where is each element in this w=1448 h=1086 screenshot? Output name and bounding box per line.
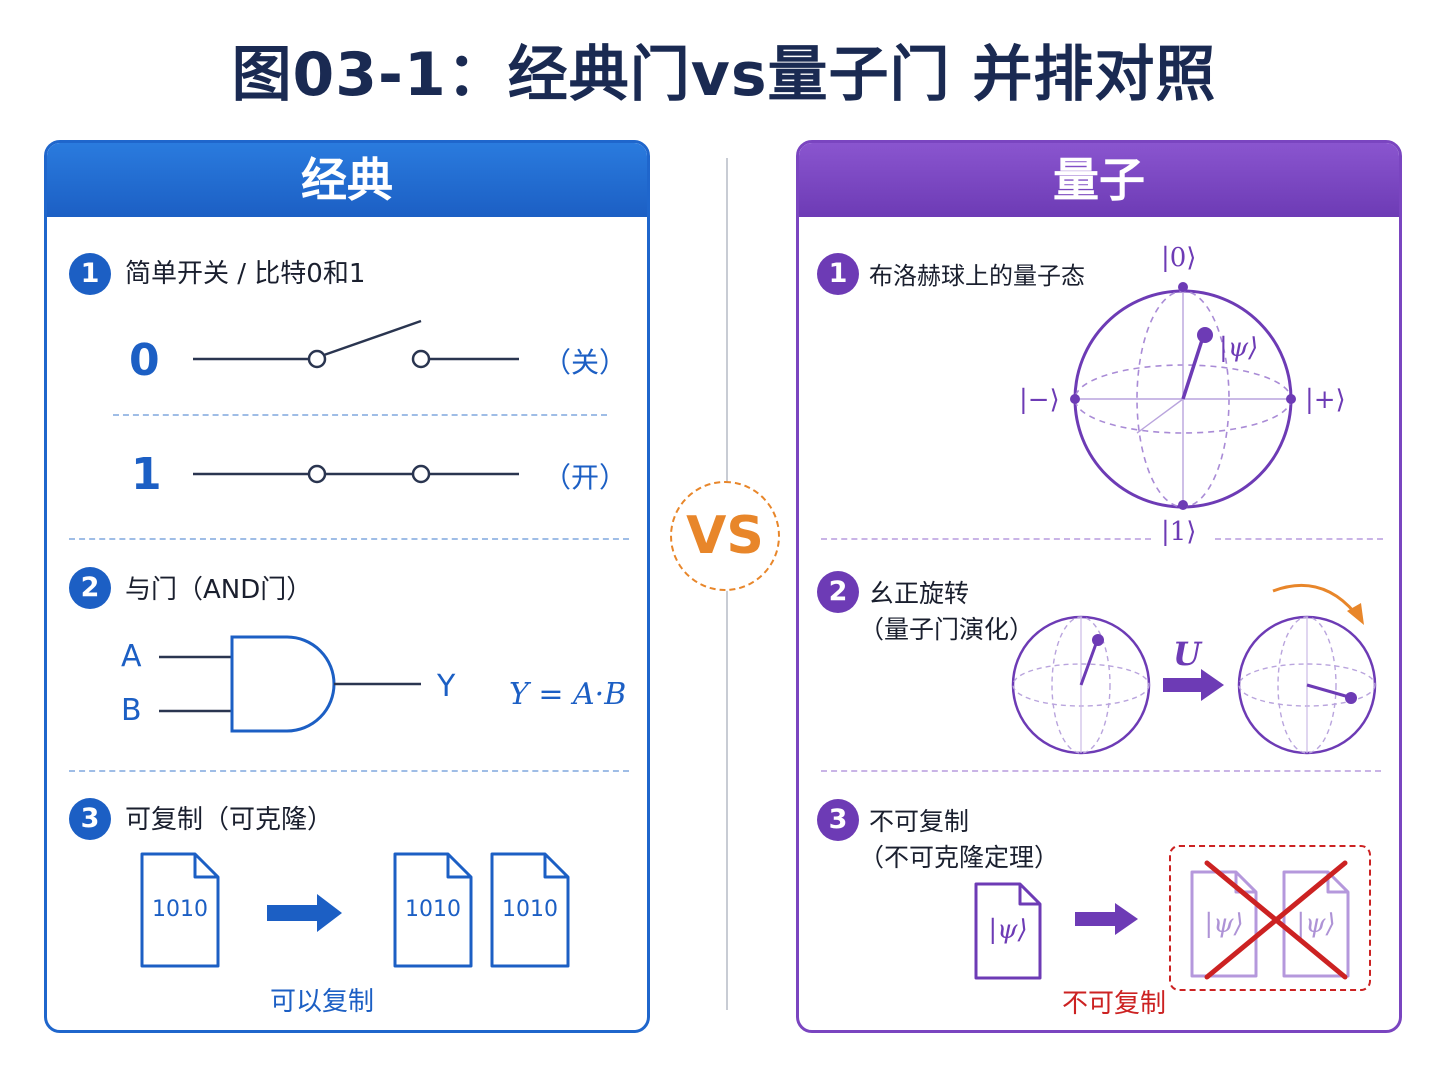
ket-psi-label: |ψ⟩: [1219, 333, 1259, 363]
file-icon: [140, 852, 220, 968]
file-icon: [393, 852, 473, 968]
classical-panel: 经典 1 简单开关 / 比特0和1 0 （关） 1 （开） 2 与门（AND门）…: [44, 140, 650, 1033]
quantum-file-text: |ψ⟩: [1204, 909, 1244, 939]
bloch-sphere-before-icon: [1011, 615, 1151, 755]
quantum-file-text: |ψ⟩: [988, 915, 1028, 945]
file-text: 1010: [502, 897, 558, 922]
quantum-panel: 量子 1 布洛赫球上的量子态 |0⟩ |1⟩ |−⟩ |+⟩ |ψ⟩ 2 幺正旋…: [796, 140, 1402, 1033]
closed-switch-icon: [193, 464, 519, 484]
copy-file-1: 1010: [392, 851, 474, 969]
unitary-arrow-icon: [1163, 669, 1224, 701]
quantum-step3-label-line2: （不可克隆定理）: [859, 843, 1060, 872]
ket-one-label: |1⟩: [1161, 517, 1197, 547]
ket-zero-label: |0⟩: [1161, 243, 1197, 273]
file-text: 1010: [152, 897, 208, 922]
file-icon: [490, 852, 570, 968]
classical-panel-header: 经典: [47, 143, 647, 217]
source-file: 1010: [139, 851, 221, 969]
classical-step3-badge: 3: [69, 798, 111, 840]
classical-step2-label: 与门（AND门）: [125, 575, 313, 605]
bloch-sphere-icon: [1070, 282, 1296, 510]
and-input-a-label: A: [121, 639, 142, 674]
no-clone-box: |ψ⟩ |ψ⟩: [1169, 845, 1371, 991]
quantum-divider-2: [821, 770, 1381, 772]
file-icon: [974, 882, 1042, 980]
classical-step1-label: 简单开关 / 比特0和1: [125, 259, 366, 289]
quantum-step1-label: 布洛赫球上的量子态: [869, 262, 1085, 290]
file-text: 1010: [405, 897, 461, 922]
and-input-b-label: B: [121, 693, 142, 728]
ket-plus-label: |+⟩: [1305, 385, 1346, 415]
bit1-state-label: （开）: [543, 461, 628, 494]
bit-divider: [113, 414, 607, 416]
classical-divider-1: [69, 538, 629, 540]
quantum-step2-label-line2: （量子门演化）: [859, 615, 1035, 644]
classical-step3-label: 可复制（可克隆）: [125, 805, 334, 835]
unitary-operator-label: U: [1173, 635, 1201, 673]
classical-step2-badge: 2: [69, 567, 111, 609]
bit1-label: 1: [131, 449, 162, 500]
quantum-step2-label-line1: 幺正旋转: [869, 579, 970, 608]
quantum-panel-header: 量子: [799, 143, 1399, 217]
clone-arrow-icon: [1075, 903, 1138, 935]
quantum-step3-label-line1: 不可复制: [869, 807, 970, 836]
and-formula: Y = A·B: [509, 677, 627, 712]
page-title: 图03-1：经典门vs量子门 并排对照: [231, 40, 1217, 110]
quantum-divider-1a: [821, 538, 1151, 540]
ket-minus-label: |−⟩: [1019, 385, 1060, 415]
quantum-step1-badge: 1: [817, 253, 859, 295]
quantum-no-copy-caption: 不可复制: [1061, 989, 1166, 1019]
quantum-step2-badge: 2: [817, 571, 859, 613]
red-cross-icon: [1204, 860, 1348, 980]
rotation-arrow-icon: [1272, 583, 1364, 625]
and-output-label: Y: [437, 669, 456, 704]
classical-copy-caption: 可以复制: [269, 987, 374, 1017]
and-gate-icon: [159, 635, 421, 733]
vs-badge: VS: [670, 481, 780, 591]
classical-step1-badge: 1: [69, 253, 111, 295]
copy-file-2: 1010: [489, 851, 571, 969]
bit0-label: 0: [129, 335, 160, 386]
open-switch-icon: [193, 319, 519, 369]
quantum-divider-1b: [1215, 538, 1383, 540]
quantum-file-text: |ψ⟩: [1296, 909, 1336, 939]
quantum-source-file: |ψ⟩: [973, 881, 1043, 981]
bloch-sphere-after-icon: [1237, 615, 1377, 755]
quantum-step3-badge: 3: [817, 799, 859, 841]
copy-arrow-icon: [267, 894, 342, 932]
classical-divider-2: [69, 770, 629, 772]
bit0-state-label: （关）: [543, 346, 628, 379]
